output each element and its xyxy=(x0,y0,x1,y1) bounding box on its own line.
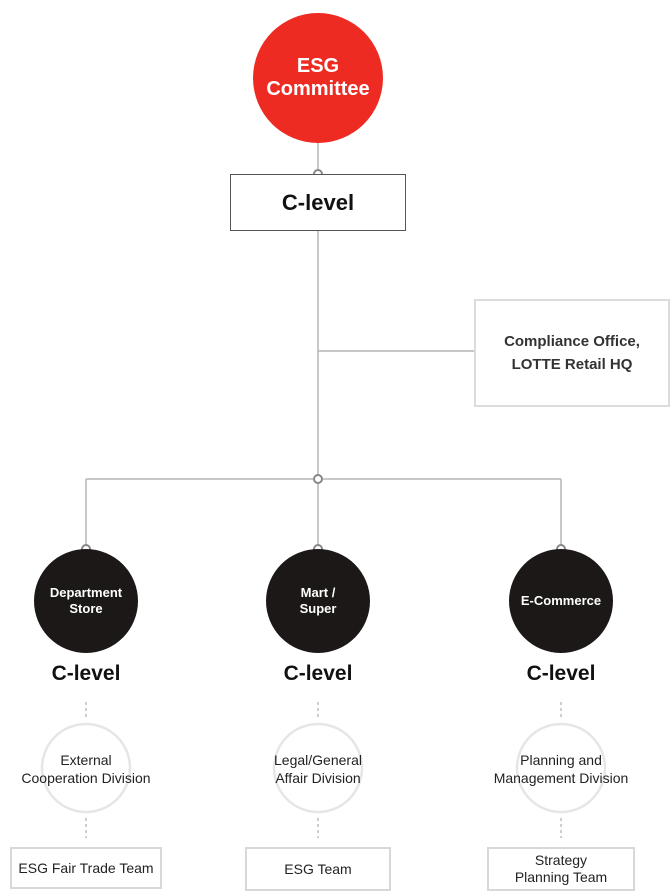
division-clevel: C-level xyxy=(526,662,596,685)
division-clevel: C-level xyxy=(283,662,353,685)
unit-line1: External xyxy=(60,752,112,768)
unit-ring xyxy=(272,722,364,814)
unit-ring xyxy=(40,722,132,814)
compliance-line1: Compliance Office, xyxy=(504,333,640,350)
division-clevel: C-level xyxy=(51,662,121,685)
team-label: ESG Team xyxy=(284,860,352,877)
unit-line1: Legal/General xyxy=(274,752,362,768)
esg-fair-trade-team-box: ESG Fair Trade Team xyxy=(10,847,162,889)
strategy-planning-team-box: Strategy Planning Team xyxy=(487,847,635,891)
department-store-node: Department Store xyxy=(34,549,138,653)
team-line2: Planning Team xyxy=(514,869,608,885)
legal-general-affair-division: Legal/General Affair Division xyxy=(223,751,413,787)
team-label: ESG Fair Trade Team xyxy=(18,859,154,876)
compliance-line2: LOTTE Retail HQ xyxy=(511,356,633,373)
external-cooperation-division: External Cooperation Division xyxy=(0,751,181,787)
clevel-label: C-level xyxy=(281,189,355,215)
esg-team-box: ESG Team xyxy=(245,847,391,891)
team-line1: Strategy xyxy=(534,852,588,868)
planning-management-division: Planning and Management Division xyxy=(466,751,656,787)
compliance-office-box: Compliance Office, LOTTE Retail HQ xyxy=(474,299,670,407)
unit-line2: Cooperation Division xyxy=(21,770,151,786)
division-name-line1: E-Commerce xyxy=(520,593,602,608)
junction-dot xyxy=(313,474,323,484)
unit-line1: Planning and xyxy=(520,752,602,768)
mart-super-node: Mart / Super xyxy=(266,549,370,653)
unit-ring xyxy=(515,722,607,814)
clevel-box: C-level xyxy=(230,174,406,231)
division-name-line2: Store xyxy=(69,601,103,616)
esg-committee-node: ESG Committee xyxy=(253,13,383,143)
division-name-line1: Mart / xyxy=(300,585,336,600)
e-commerce-node: E-Commerce xyxy=(509,549,613,653)
unit-line2: Management Division xyxy=(493,770,629,786)
division-name-line1: Department xyxy=(49,585,123,600)
esg-committee-line1: ESG xyxy=(296,55,340,77)
unit-line2: Affair Division xyxy=(275,770,361,786)
esg-committee-line2: Committee xyxy=(266,78,370,100)
division-name-line2: Super xyxy=(299,601,337,616)
